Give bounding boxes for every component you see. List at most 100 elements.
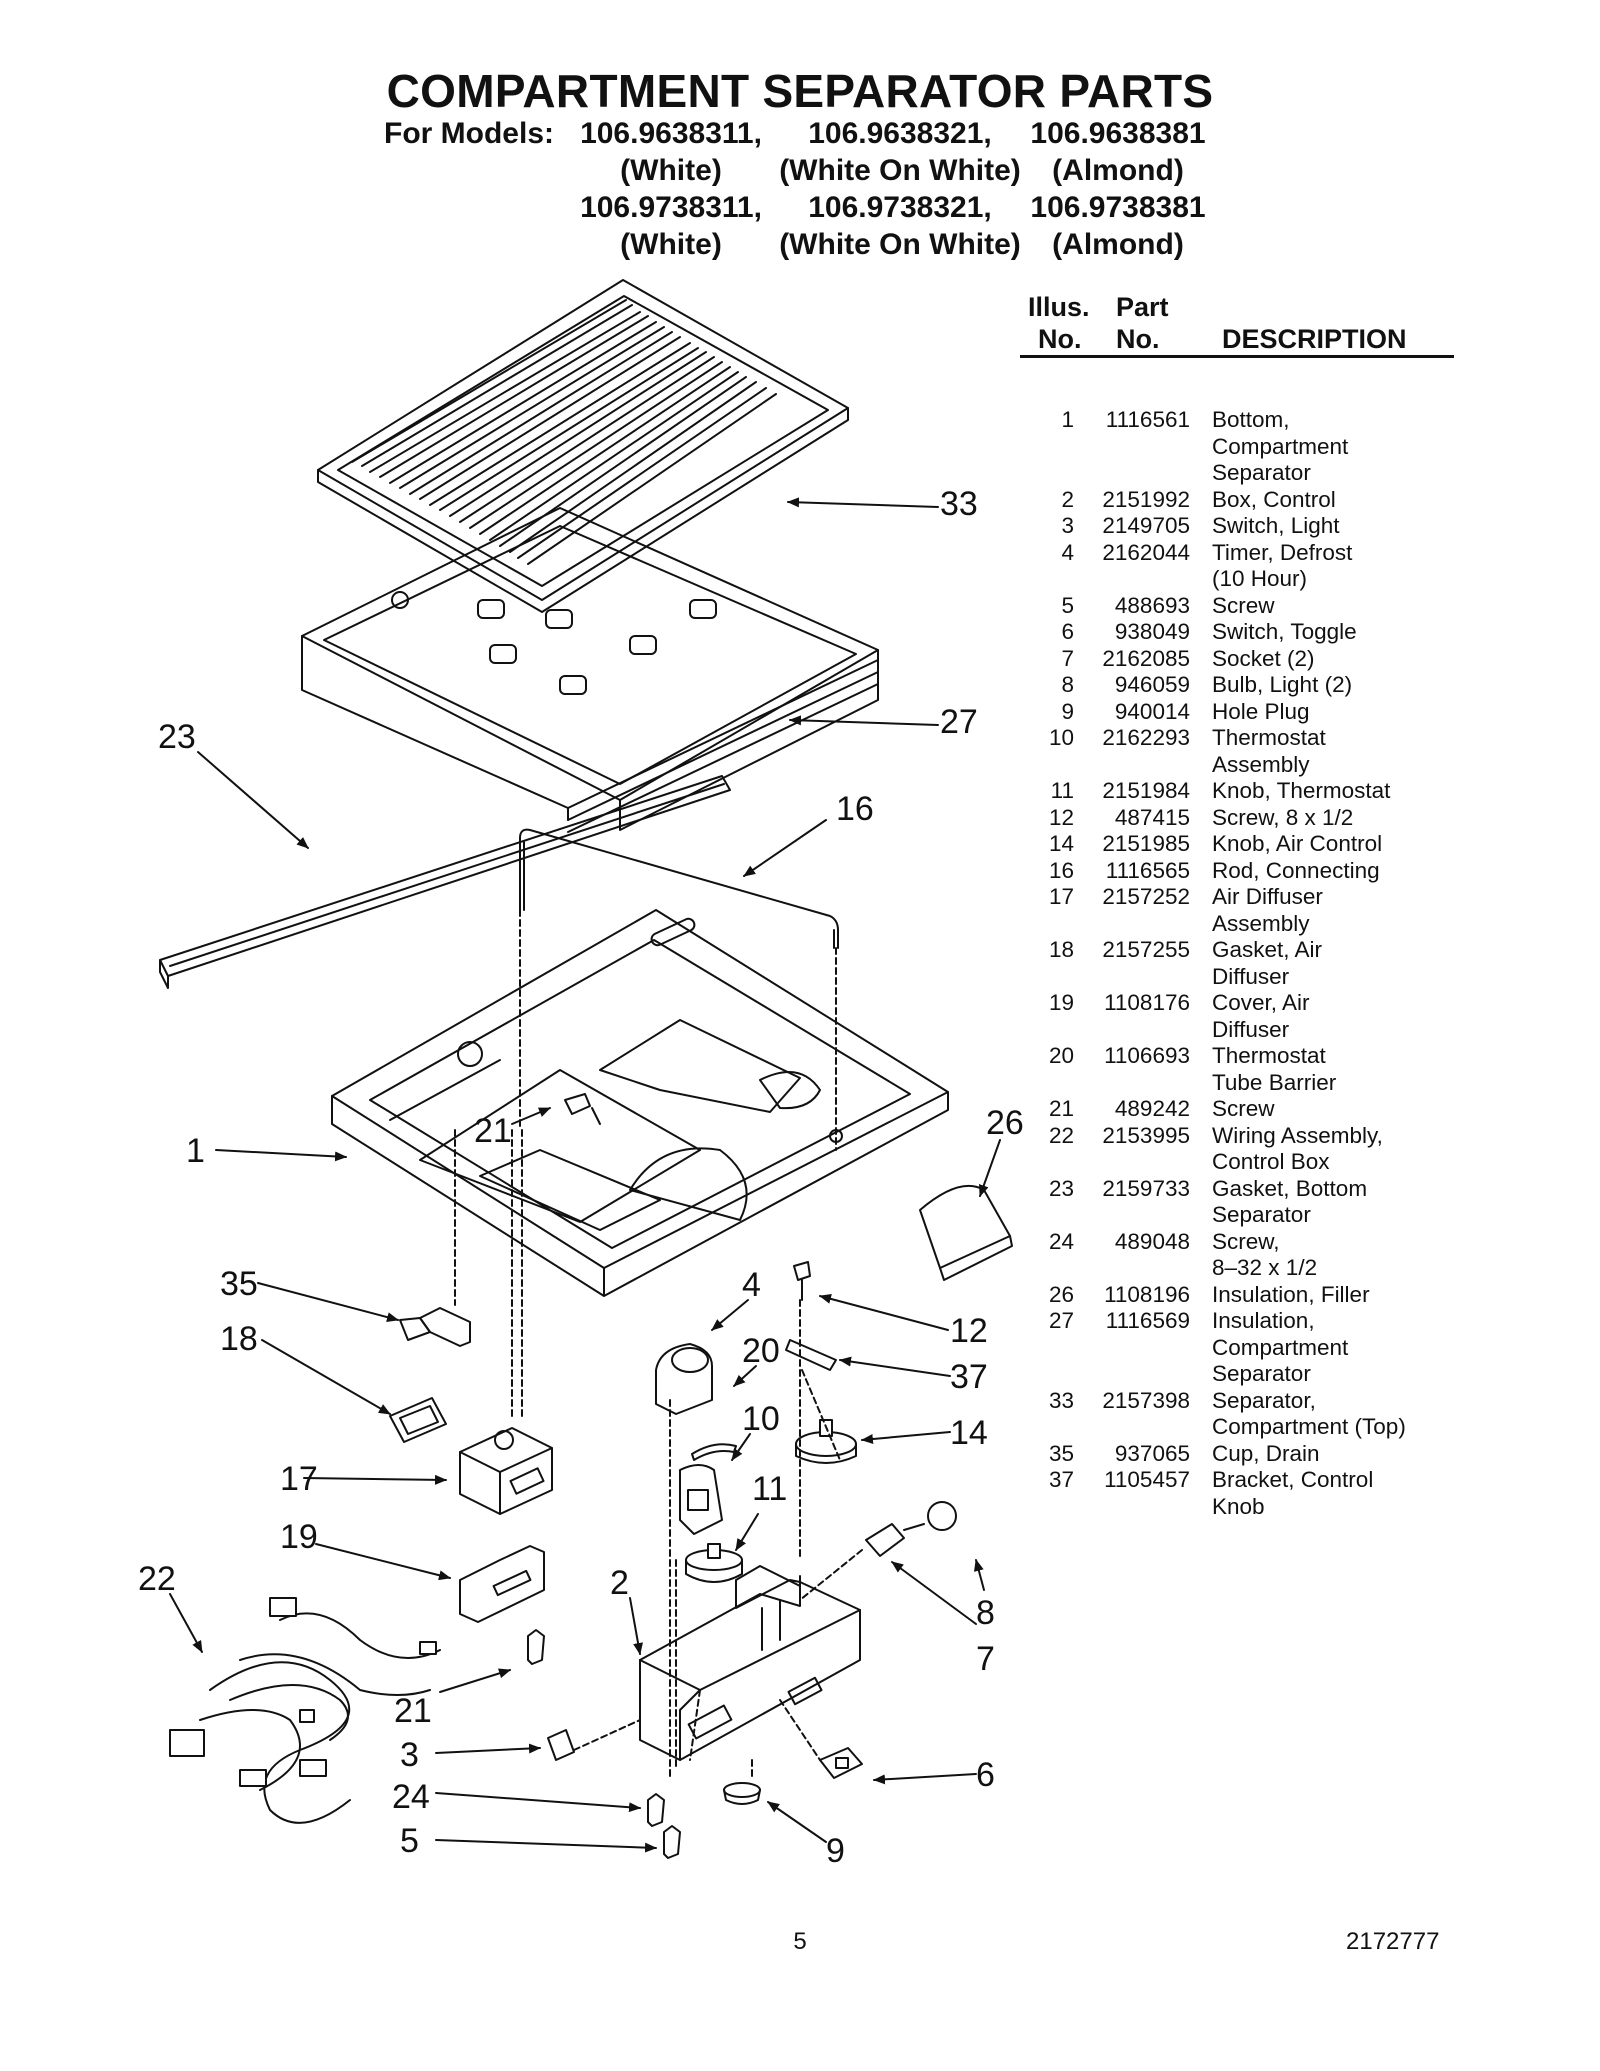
- air-diffuser-part: [459, 1129, 553, 1515]
- illus-no: 23: [1048, 1175, 1074, 1201]
- table-header-rule: [1020, 355, 1454, 358]
- callout-4: 4: [742, 1266, 761, 1304]
- part-no: 2149705: [1102, 513, 1190, 538]
- callout-21: 21: [474, 1112, 512, 1150]
- part-no: 489242: [1114, 1096, 1190, 1121]
- control-box-part: [639, 1565, 861, 1761]
- illus-no: 10: [1048, 725, 1074, 750]
- illus-no: 12: [1048, 804, 1074, 830]
- knob-air-control-part: [795, 1419, 857, 1464]
- screw-part: [527, 1629, 545, 1665]
- illus-no: 17: [1048, 884, 1074, 909]
- callout-18: 18: [220, 1320, 258, 1358]
- hole-plug-part: [723, 1782, 761, 1805]
- model-color: (White): [620, 228, 722, 261]
- callout-10: 10: [742, 1400, 780, 1438]
- callout-1: 1: [186, 1132, 205, 1170]
- illus-no: 11: [1050, 778, 1074, 803]
- description: Gasket, Bottom Separator: [1212, 1175, 1368, 1228]
- part-no: 2157398: [1102, 1387, 1190, 1413]
- callout-35: 35: [220, 1265, 258, 1303]
- description: Wiring Assembly, Control Box: [1212, 1122, 1383, 1175]
- illus-no: 9: [1061, 698, 1074, 724]
- part-no: 2162293: [1102, 725, 1190, 750]
- description: Separator, Compartment (Top): [1212, 1387, 1406, 1440]
- part-no: 488693: [1114, 592, 1190, 618]
- part-no: 2153995: [1102, 1122, 1190, 1148]
- callout-37: 37: [950, 1358, 988, 1396]
- illus-no: 4: [1061, 539, 1074, 565]
- illus-no: 24: [1048, 1228, 1074, 1254]
- part-no: 1108176: [1104, 990, 1190, 1015]
- illus-no: 19: [1048, 990, 1074, 1015]
- description: Cover, Air Diffuser: [1212, 990, 1310, 1042]
- callout-27: 27: [940, 703, 978, 741]
- callout-16: 16: [836, 790, 874, 828]
- part-no: 2162044: [1102, 539, 1190, 565]
- part-no: 489048: [1114, 1228, 1190, 1254]
- callout-23: 23: [158, 718, 196, 756]
- drain-cup-part: [399, 1129, 471, 1347]
- description: Hole Plug: [1212, 698, 1310, 724]
- description: Knob, Air Control: [1212, 831, 1383, 856]
- model-number: 106.9738321,: [808, 191, 992, 224]
- parts-row: 35 937065 Cup, Drain: [1030, 1441, 1470, 1468]
- illus-no: 18: [1048, 937, 1074, 962]
- model-number: 106.9738311,: [580, 191, 762, 224]
- model-color: (Almond): [1052, 154, 1184, 187]
- illus-no: 7: [1061, 645, 1074, 671]
- part-no: 2157255: [1102, 937, 1190, 962]
- description: Insulation, Compartment Separator: [1212, 1308, 1349, 1386]
- description: Knob, Thermostat: [1212, 778, 1391, 803]
- cover-air-diffuser-part: [459, 1545, 545, 1623]
- callout-19: 19: [280, 1518, 318, 1556]
- part-no: 2151984: [1102, 778, 1190, 803]
- document-number: 2172777: [1346, 1928, 1440, 1955]
- switch-light-part: [547, 1729, 575, 1761]
- callout-12: 12: [950, 1312, 988, 1350]
- model-number: 106.9738381: [1030, 191, 1206, 224]
- illus-no: 20: [1048, 1043, 1074, 1068]
- col-header-illus-no: No.: [1038, 324, 1082, 354]
- description: Rod, Connecting: [1212, 857, 1380, 883]
- callout-22: 22: [138, 1560, 176, 1598]
- gasket-air-diffuser-part: [389, 1397, 447, 1443]
- insulation-compartment-part: [301, 507, 879, 833]
- tube-barrier-part: [691, 1443, 737, 1461]
- illus-no: 21: [1048, 1096, 1074, 1121]
- description: Air Diffuser Assembly: [1212, 884, 1323, 936]
- screw-part: [564, 1093, 601, 1125]
- model-color: (White On White): [779, 154, 1021, 187]
- illus-no: 3: [1061, 513, 1074, 538]
- callout-8: 8: [976, 1594, 995, 1632]
- description: Bottom, Compartment Separator: [1212, 407, 1349, 485]
- model-color: (White): [620, 154, 722, 187]
- model-color: (White On White): [779, 228, 1021, 261]
- description: Cup, Drain: [1212, 1440, 1320, 1466]
- models-label: For Models:: [384, 117, 554, 150]
- illus-no: 35: [1048, 1440, 1074, 1466]
- switch-toggle-part: [819, 1747, 863, 1779]
- description: Insulation, Filler: [1212, 1281, 1370, 1307]
- illus-no: 2: [1061, 486, 1074, 512]
- callout-9: 9: [826, 1832, 845, 1870]
- part-no: 946059: [1114, 672, 1190, 697]
- illus-no: 6: [1061, 619, 1074, 644]
- description: Timer, Defrost (10 Hour): [1212, 539, 1353, 592]
- part-no: 937065: [1114, 1440, 1190, 1466]
